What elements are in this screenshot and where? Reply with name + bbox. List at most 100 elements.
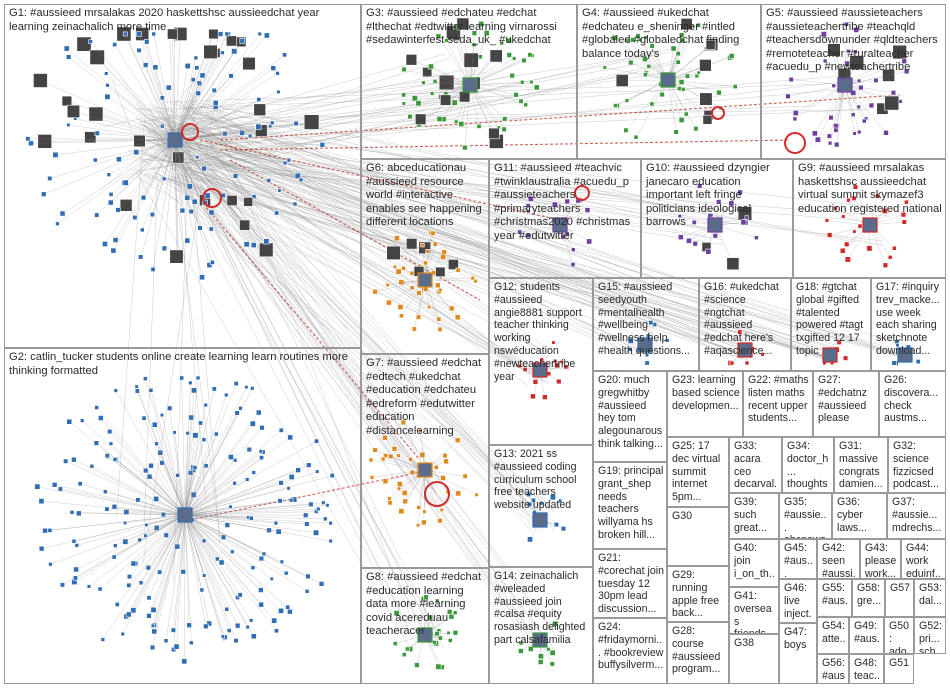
group-box-g33[interactable]: G33: acara ceo decarval... wrote... [729, 437, 782, 493]
group-box-g14[interactable]: G14: zeinachalich #weleaded #aussieed jo… [489, 567, 593, 684]
group-box-g54[interactable]: G54: atte... [817, 617, 849, 654]
group-label: G24: #fridaymorni... #bookreview buffysi… [598, 621, 664, 672]
group-box-g26[interactable]: G26: discovera... check austms... [879, 371, 946, 437]
group-box-g13[interactable]: G13: 2021 ss #aussieed coding curriculum… [489, 445, 593, 567]
group-box-g46[interactable]: G46: live inject... [779, 579, 817, 623]
group-label: G57 [890, 582, 911, 595]
group-box-g18[interactable]: G18: #gtchat global #gifted #talented po… [791, 278, 871, 371]
group-label: G51 [889, 657, 911, 670]
group-box-g57[interactable]: G57 [885, 579, 914, 617]
group-box-g51[interactable]: G51 [884, 654, 914, 684]
group-box-g25[interactable]: G25: 17 dec virtual summit internet 5pm.… [667, 437, 729, 507]
group-label: G6: abceducationau #aussieed resource wo… [366, 162, 486, 230]
group-label: G16: #ukedchat #science #ngtchat #aussie… [704, 281, 788, 358]
group-label: G19: principal grant_shep needs teachers… [598, 465, 664, 542]
group-label: G29: running apple free back... [672, 569, 726, 620]
group-label: G34: doctor_h... thoughts timssan... [787, 440, 831, 493]
group-label: G39: such great... [734, 496, 776, 534]
group-box-g29[interactable]: G29: running apple free back... [667, 566, 729, 622]
group-label: G48: teac... [854, 657, 881, 684]
group-box-g42[interactable]: G42: seen #aussi... [817, 539, 860, 579]
group-label: G1: #aussieed mrsalakas 2020 haskettshsc… [9, 7, 358, 34]
group-box-g45[interactable]: G45: #aus... histor... [779, 539, 817, 579]
group-label: G50: ado... jam... [889, 620, 911, 654]
group-label: G52: pri... sch... [919, 620, 943, 654]
group-box-g24[interactable]: G24: #fridaymorni... #bookreview buffysi… [593, 618, 667, 684]
group-label: G41: overseas friends... [734, 590, 776, 634]
group-label: G32: science fizzicsed podcast... [893, 440, 943, 491]
group-label: G28: course #aussieed program... [672, 625, 726, 676]
group-box-g41[interactable]: G41: overseas friends... [729, 587, 779, 634]
group-box-g49[interactable]: G49: #aus... [849, 617, 884, 654]
group-label: G23: learning based science developmen..… [672, 374, 740, 412]
group-box-g47[interactable]: G47: boys [779, 623, 817, 684]
group-box-g39[interactable]: G39: such great... [729, 493, 779, 539]
group-label: G35: #aussie... abcnews... [784, 496, 829, 539]
group-label: G37: #aussie... mdrechs... [892, 496, 943, 534]
group-box-g9[interactable]: G9: #aussieed mrsalakas haskettshsc auss… [793, 159, 946, 278]
group-label: G12: students #aussieed angie8881 suppor… [494, 281, 590, 383]
group-box-g12[interactable]: G12: students #aussieed angie8881 suppor… [489, 278, 593, 445]
group-label: G56: #aus... [822, 657, 846, 684]
group-label: G46: live inject... [784, 582, 814, 623]
group-box-g53[interactable]: G53: dal... [914, 579, 946, 617]
group-box-g5[interactable]: G5: #aussieed #aussieteachers #aussietea… [761, 4, 946, 159]
group-box-g50[interactable]: G50: ado... jam... [884, 617, 914, 654]
group-label: G14: zeinachalich #weleaded #aussieed jo… [494, 570, 590, 647]
group-box-g55[interactable]: G55: #aus... [817, 579, 852, 617]
group-box-g28[interactable]: G28: course #aussieed program... [667, 622, 729, 684]
group-box-g3[interactable]: G3: #aussieed #edchateu #edchat #lthecha… [361, 4, 577, 159]
group-box-g30[interactable]: G30 [667, 507, 729, 566]
group-box-g6[interactable]: G6: abceducationau #aussieed resource wo… [361, 159, 489, 354]
group-box-g40[interactable]: G40: join i_on_th... wendyb... [729, 539, 779, 587]
group-box-g16[interactable]: G16: #ukedchat #science #ngtchat #aussie… [699, 278, 791, 371]
group-box-g20[interactable]: G20: much gregwhitby #aussieed hey tom a… [593, 371, 667, 462]
group-box-g11[interactable]: G11: #aussieed #teachvic #twinklaustrali… [489, 159, 641, 278]
group-label: G40: join i_on_th... wendyb... [734, 542, 776, 587]
group-label: G21: #corechat join tuesday 12 30pm lead… [598, 552, 664, 616]
group-box-g43[interactable]: G43: please work... [860, 539, 901, 579]
group-box-g21[interactable]: G21: #corechat join tuesday 12 30pm lead… [593, 549, 667, 618]
group-label: G11: #aussieed #teachvic #twinklaustrali… [494, 162, 638, 244]
group-label: G25: 17 dec virtual summit internet 5pm.… [672, 440, 726, 504]
group-label: G3: #aussieed #edchateu #edchat #lthecha… [366, 7, 574, 48]
group-box-g4[interactable]: G4: #aussieed #ukedchat #edchateu e_shen… [577, 4, 761, 159]
group-box-g36[interactable]: G36: cyber laws... [832, 493, 887, 539]
group-box-g1[interactable]: G1: #aussieed mrsalakas 2020 haskettshsc… [4, 4, 361, 348]
group-box-g32[interactable]: G32: science fizzicsed podcast... [888, 437, 946, 493]
group-box-g44[interactable]: G44: work eduinf... [901, 539, 946, 579]
group-label: G49: #aus... [854, 620, 881, 654]
group-box-g48[interactable]: G48: teac... [849, 654, 884, 684]
group-box-g17[interactable]: G17: #inquiry trev_macke... use week eac… [871, 278, 946, 371]
group-box-g22[interactable]: G22: #maths listen maths recent upper st… [743, 371, 813, 437]
group-label: G58: gre... [857, 582, 882, 608]
group-label: G36: cyber laws... [837, 496, 884, 534]
group-label: G20: much gregwhitby #aussieed hey tom a… [598, 374, 664, 451]
group-label: G30 [672, 510, 726, 523]
group-label: G10: #aussieed dzyngier janecaro educati… [646, 162, 790, 230]
group-label: G26: discovera... check austms... [884, 374, 943, 425]
group-box-g31[interactable]: G31: massive congrats damien... [834, 437, 888, 493]
group-label: G45: #aus... histor... [784, 542, 814, 579]
group-box-g38[interactable]: G38 [729, 634, 779, 684]
group-box-g2[interactable]: G2: catlin_tucker students online create… [4, 348, 361, 684]
group-box-g7[interactable]: G7: #aussieed #edchat #edtech #ukedchat … [361, 354, 489, 568]
group-label: G31: massive congrats damien... [839, 440, 885, 491]
group-box-g58[interactable]: G58: gre... [852, 579, 885, 617]
group-label: G22: #maths listen maths recent upper st… [748, 374, 810, 425]
group-box-g27[interactable]: G27: #edchatnz #aussieed please [813, 371, 879, 437]
group-box-g8[interactable]: G8: #aussieed #edchat #education learnin… [361, 568, 489, 684]
group-box-g52[interactable]: G52: pri... sch... [914, 617, 946, 654]
group-label: G47: boys [784, 626, 814, 652]
group-label: G17: #inquiry trev_macke... use week eac… [876, 281, 943, 358]
group-box-g15[interactable]: G15: #aussieed seedyouth #mentalhealth #… [593, 278, 699, 371]
group-box-g19[interactable]: G19: principal grant_shep needs teachers… [593, 462, 667, 549]
group-box-g35[interactable]: G35: #aussie... abcnews... [779, 493, 832, 539]
group-box-g10[interactable]: G10: #aussieed dzyngier janecaro educati… [641, 159, 793, 278]
group-box-g34[interactable]: G34: doctor_h... thoughts timssan... [782, 437, 834, 493]
group-box-g56[interactable]: G56: #aus... [817, 654, 849, 684]
group-box-g23[interactable]: G23: learning based science developmen..… [667, 371, 743, 437]
group-label: G15: #aussieed seedyouth #mentalhealth #… [598, 281, 696, 358]
group-label: G4: #aussieed #ukedchat #edchateu e_shen… [582, 7, 758, 61]
group-box-g37[interactable]: G37: #aussie... mdrechs... [887, 493, 946, 539]
